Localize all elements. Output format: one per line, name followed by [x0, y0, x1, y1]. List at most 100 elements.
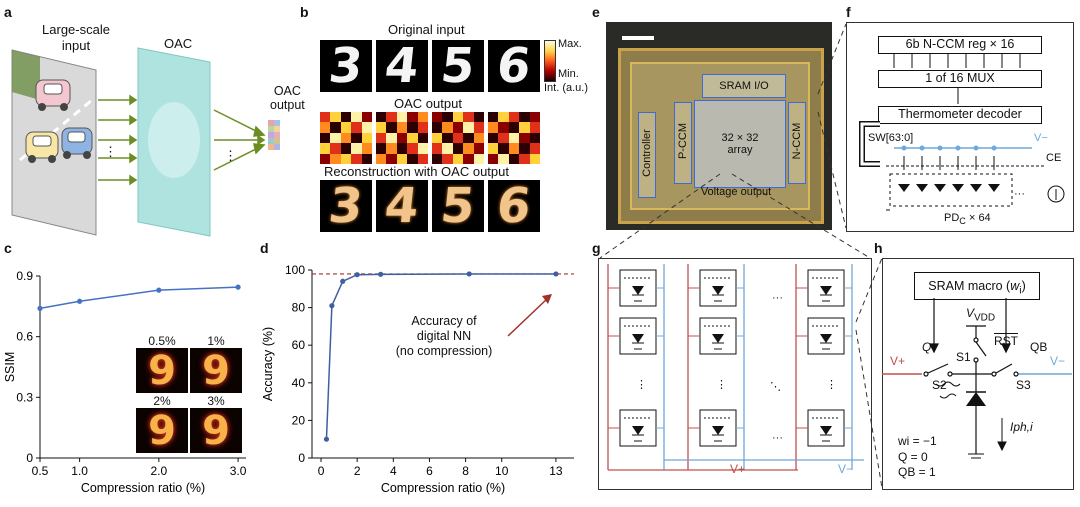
d-x-tick-label: 0: [318, 464, 325, 478]
switch-nodes: [901, 145, 997, 151]
current-source-icon: [1047, 185, 1065, 203]
heatmap-cell: [386, 122, 397, 133]
colorbar-min: Min.: [558, 68, 579, 80]
voltage-output-label: Voltage output: [700, 186, 772, 198]
c-x-tick-label: 0.5: [32, 464, 49, 478]
heatmap-cell: [498, 132, 509, 144]
heatmap-cell: [498, 153, 509, 164]
heatmap-cell: [330, 132, 341, 144]
d-x-tick-label: 6: [426, 464, 433, 478]
heatmap-cell: [508, 112, 520, 123]
heatmap-cell: [508, 122, 520, 133]
panel-f-tag: f: [846, 4, 851, 20]
oac-label: OAC: [164, 36, 193, 51]
d-data-point: [553, 271, 559, 277]
q-label: Q: [922, 340, 932, 354]
d-y-tick-label: 60: [292, 338, 306, 352]
reconstruction-label: Reconstruction with OAC output: [324, 164, 509, 179]
heatmap-cell: [498, 122, 509, 133]
state-qb: QB = 1: [898, 465, 936, 480]
sram-io-block: SRAM I/O: [702, 74, 786, 98]
heatmap-cell: [330, 122, 341, 133]
inset-digit-2-text: 9: [202, 347, 230, 394]
original-digit-6: 6: [488, 40, 540, 92]
original-digit-6-text: 6: [494, 40, 534, 92]
output-dots: ⋮: [224, 148, 237, 163]
g-cell-diode: [712, 334, 724, 343]
g-cell-diode: [820, 426, 832, 435]
heatmap-cell: [417, 122, 428, 133]
heatmap-cell: [407, 132, 418, 144]
oac-to-output-arrows: [213, 109, 266, 171]
heatmap-cell: [508, 132, 520, 144]
inset-label-1: 0.5%: [148, 334, 176, 348]
s3-label: S3: [1016, 378, 1031, 392]
heatmap-cell: [508, 143, 520, 154]
array-line2: array: [727, 144, 753, 156]
digital-nn-annotation: Accuracy of digital NN (no compression): [384, 314, 504, 359]
heatmap-cell: [340, 143, 352, 154]
heatmap-cell: [320, 143, 331, 154]
c-data-point: [77, 298, 83, 304]
g-cell-diode: [712, 426, 724, 435]
sw-bus-arrow: [859, 121, 880, 167]
heatmap-cell: [417, 143, 428, 154]
heatmap-cell: [442, 122, 453, 133]
heatmap-cell: [432, 132, 443, 144]
c-series-line: [39, 286, 239, 310]
recon-digit-6: 6: [488, 180, 540, 232]
d-y-tick-label: 100: [285, 263, 305, 277]
h-vplus-label: V+: [890, 354, 906, 368]
recon-digit-5: 5: [432, 180, 484, 232]
decoder-box: Thermometer decoder: [878, 106, 1042, 124]
inset-digit-1-text: 9: [148, 347, 176, 394]
heatmap-cell: [417, 132, 428, 144]
d-x-label: Compression ratio (%): [381, 481, 505, 495]
g-cell-diode: [820, 334, 832, 343]
sram-macro-box: SRAM macro (wi): [914, 272, 1040, 300]
pccm-label: P-CCM: [677, 122, 689, 160]
f-vminus-label: V−: [1034, 132, 1048, 144]
c-data-point: [156, 287, 162, 293]
car-icon-yellow: [25, 131, 59, 163]
heatmap-cell: [417, 153, 428, 164]
array-schematic: [607, 264, 864, 471]
d-annotation-arrow: [507, 297, 549, 337]
heatmap-cell: [519, 132, 530, 144]
c-y-tick-label: 0.9: [16, 269, 33, 283]
panel-c-tag: c: [4, 240, 12, 256]
oac-pattern: [148, 102, 200, 178]
controller-label: Controller: [641, 129, 653, 177]
g-vdots-3: ⋮: [826, 379, 837, 391]
d-x-tick-label: 13: [549, 464, 563, 478]
reg-to-mux-arrows: [893, 53, 1021, 104]
heatmap-cell: [340, 132, 352, 144]
c-y-label: SSIM: [3, 352, 17, 383]
heatmap-cell: [361, 112, 372, 123]
heatmap-cell: [519, 153, 530, 164]
g-vminus-label: V−: [838, 462, 854, 476]
annotation-line1: Accuracy of: [411, 314, 477, 328]
tree-patch: [12, 50, 40, 100]
state-w: wi = −1: [898, 434, 937, 448]
recon-digit-6-text: 6: [494, 180, 534, 232]
heatmap-cell: [386, 153, 397, 164]
oac-output-heading: OAC output: [394, 96, 462, 111]
heatmap-cell: [340, 112, 352, 123]
cell-state-text: wi = −1 Q = 0 QB = 1: [898, 434, 937, 481]
d-y-tick-label: 80: [292, 301, 306, 315]
heatmap-cell: [519, 143, 530, 154]
heatmap-cell: [320, 112, 331, 123]
heatmap-cell: [463, 153, 474, 164]
heatmap-cell: [519, 112, 530, 123]
light-wave-icon: [935, 381, 961, 399]
heatmap-cell: [508, 153, 520, 164]
d-data-point: [340, 278, 346, 284]
pd-suffix: × 64: [965, 212, 991, 224]
heatmap-cell: [361, 122, 372, 133]
colorbar: [544, 40, 556, 82]
heatmap-cell: [361, 153, 372, 164]
g-ddots: ⋱: [770, 381, 781, 393]
